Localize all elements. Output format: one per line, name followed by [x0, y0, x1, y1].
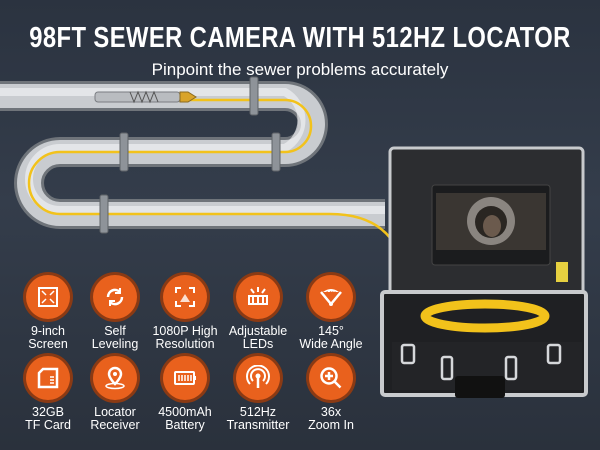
feature-label-line2: LEDs [242, 337, 274, 351]
feature-label-line2: Resolution [155, 337, 215, 351]
angle-icon: 145° [309, 275, 353, 319]
rotate-icon [93, 275, 137, 319]
camera-case [380, 146, 588, 398]
signal-icon [236, 356, 280, 400]
feature-label-line2: TF Card [25, 418, 71, 432]
led-icon [236, 275, 280, 319]
sd-card-icon [26, 356, 70, 400]
feature-label-line2: Leveling [91, 337, 139, 351]
feature-label-line1: 4500mAh [158, 405, 212, 419]
feature-label-line1: 145° [318, 324, 344, 338]
feature-label-line1: 32GB [32, 405, 64, 419]
zoom-in-icon [309, 356, 353, 400]
feature-label-line2: Wide Angle [299, 337, 363, 351]
location-pin-icon [93, 356, 137, 400]
feature-label-line2: Zoom In [308, 418, 354, 432]
feature-label-line1: Adjustable [228, 324, 288, 338]
page-title: 98FT SEWER CAMERA WITH 512HZ LOCATOR [29, 22, 571, 54]
feature-label-line2: Transmitter [226, 418, 290, 432]
feature-angle: 145°145°Wide Angle [298, 275, 364, 351]
feature-label-line1: 9-inch [30, 324, 66, 338]
feature-label-line1: 1080P High [152, 324, 218, 338]
feature-label-line2: Screen [28, 337, 68, 351]
feature-label-line2: Receiver [90, 418, 140, 432]
resolution-icon [163, 275, 207, 319]
angle-badge: 145° [326, 291, 336, 297]
page-subtitle: Pinpoint the sewer problems accurately [151, 60, 449, 79]
feature-label-line1: 512Hz [239, 405, 277, 419]
battery-icon [163, 356, 207, 400]
sewer-pipe [0, 76, 441, 302]
fullscreen-icon [26, 275, 70, 319]
feature-label-line1: 36x [320, 405, 342, 419]
feature-label-line1: Self [104, 324, 126, 338]
feature-label-line2: Battery [165, 418, 205, 432]
feature-label-line1: Locator [94, 405, 136, 419]
